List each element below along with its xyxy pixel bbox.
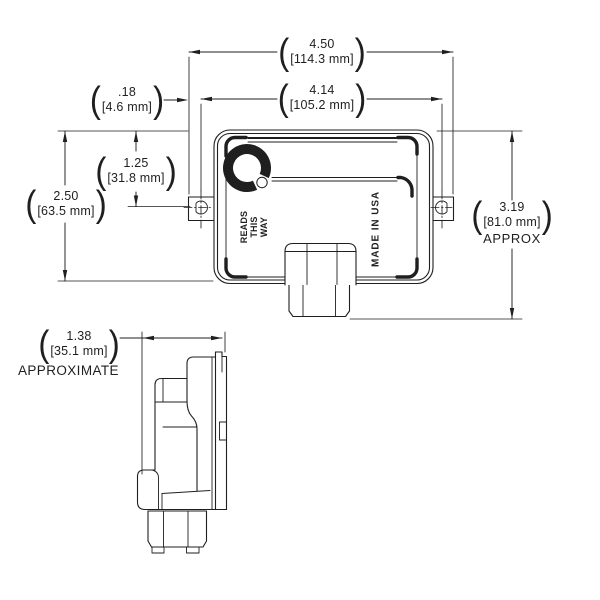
- open-paren: (: [471, 193, 483, 236]
- open-paren: (: [25, 182, 37, 225]
- extension-lines: [57, 56, 523, 475]
- close-paren: ): [165, 149, 177, 192]
- dim-body-height-mm: [63.5 mm]: [37, 204, 95, 218]
- dim-side-depth: ( 1.38 [35.1 mm] ): [37, 322, 120, 365]
- part-marking-made-in-usa: MADE IN USA: [370, 190, 382, 268]
- part-marking-reads-this-way: READS THIS WAY: [239, 211, 269, 244]
- side-view-outline: [136, 351, 228, 511]
- dim-hole-spacing-mm: [105.2 mm]: [289, 98, 355, 112]
- open-paren: (: [38, 322, 50, 365]
- close-paren: ): [95, 182, 107, 225]
- dim-body-height: ( 2.50 [63.5 mm] ): [24, 182, 107, 225]
- hook-feature: [222, 144, 271, 193]
- close-paren: ): [355, 76, 367, 119]
- close-paren: ): [354, 30, 366, 73]
- close-paren: ): [153, 78, 165, 121]
- dim-top-to-centerline: ( 1.25 [31.8 mm] ): [94, 149, 177, 192]
- connector-top-view: [284, 242, 357, 318]
- dim-overall-height: ( 3.19 [81.0 mm] ) APPROX: [470, 193, 553, 246]
- dim-overall-height-inch: 3.19: [499, 200, 525, 215]
- connector-side-view: [147, 510, 208, 554]
- dim-edge-to-hole: ( .18 [4.6 mm] ): [89, 78, 165, 121]
- dim-side-depth-inch: 1.38: [66, 329, 92, 344]
- dim-overall-height-note: APPROX: [483, 230, 541, 246]
- dim-hole-spacing: ( 4.14 [105.2 mm] ): [277, 76, 368, 119]
- dim-overall-width-inch: 4.50: [309, 37, 335, 52]
- dim-overall-width: ( 4.50 [114.3 mm] ): [277, 30, 367, 73]
- dim-edge-to-hole-mm: [4.6 mm]: [101, 100, 153, 114]
- panel-lines: [247, 138, 398, 182]
- dim-overall-width-mm: [114.3 mm]: [290, 52, 354, 66]
- close-paren: ): [541, 193, 553, 236]
- dim-side-depth-mm: [35.1 mm]: [50, 344, 108, 358]
- open-paren: (: [95, 149, 107, 192]
- dim-overall-height-mm: [81.0 mm]: [483, 215, 541, 229]
- reads-line-2: THIS: [248, 216, 259, 238]
- open-paren: (: [89, 78, 101, 121]
- dim-hole-spacing-inch: 4.14: [309, 83, 335, 98]
- centerlines: [183, 190, 453, 229]
- open-paren: (: [277, 76, 289, 119]
- corner-brackets: [224, 135, 419, 279]
- dimension-lines: [64, 51, 513, 339]
- dimension-arrowheads: [62, 49, 515, 341]
- dim-top-to-centerline-mm: [31.8 mm]: [107, 171, 165, 185]
- dim-side-depth-note: APPROXIMATE: [18, 363, 119, 378]
- open-paren: (: [278, 30, 290, 73]
- dim-top-to-centerline-inch: 1.25: [123, 156, 149, 171]
- close-paren: ): [108, 322, 120, 365]
- dim-body-height-inch: 2.50: [53, 189, 79, 204]
- dim-edge-to-hole-inch: .18: [118, 85, 136, 100]
- reads-line-1: READS: [238, 210, 249, 244]
- reads-line-3: WAY: [259, 216, 270, 238]
- mounting-ear-right: [432, 196, 455, 222]
